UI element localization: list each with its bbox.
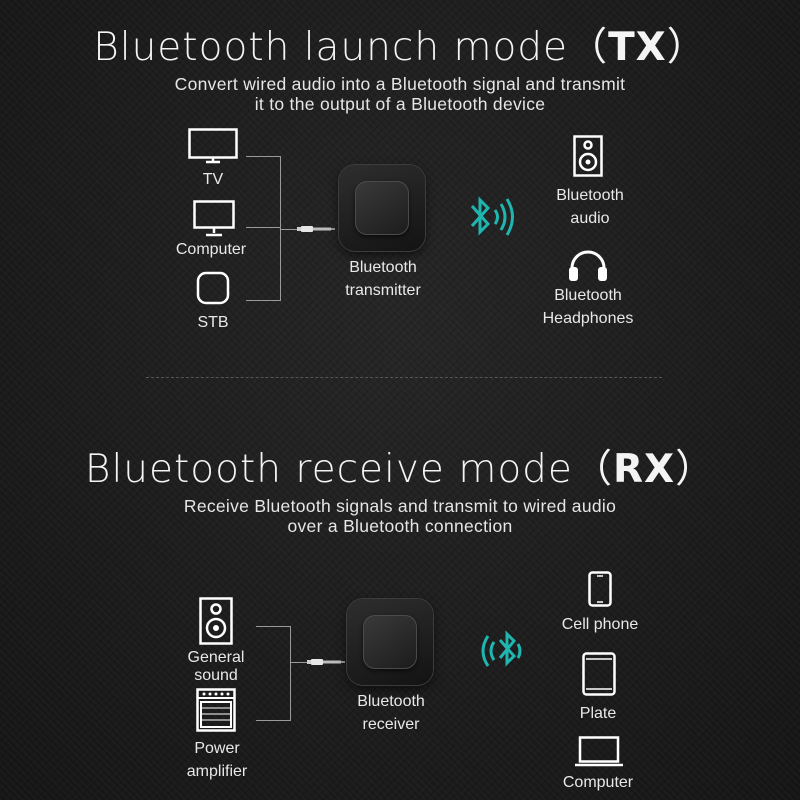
transmitter-label: Bluetooth transmitter	[345, 259, 421, 299]
speaker-icon	[199, 597, 233, 645]
rx-source-label-computer: Computer	[562, 774, 634, 791]
rx-cable	[290, 662, 308, 663]
headphones-icon	[569, 250, 607, 281]
section-divider	[146, 377, 662, 378]
bluetooth-receiver-device	[347, 599, 433, 685]
transmitter-button	[355, 181, 409, 235]
rx-source-label-cell-phone: Cell phone	[561, 616, 639, 633]
rx-output-bracket	[256, 626, 291, 721]
cell-phone-icon	[588, 571, 612, 607]
tx-input-label-stb: STB	[197, 314, 229, 331]
laptop-icon	[575, 736, 623, 767]
rx-title-code: RX	[612, 447, 676, 492]
rx-output-label-amplifier: Power amplifier	[186, 740, 248, 780]
tx-input-line-middle	[246, 227, 280, 228]
tx-title: Bluetooth launch mode（TX）	[93, 25, 707, 70]
audio-jack-icon	[297, 226, 335, 232]
tx-title-main: Bluetooth launch mode	[93, 25, 569, 70]
tx-subtitle: Convert wired audio into a Bluetooth sig…	[174, 74, 626, 114]
receiver-button	[363, 615, 417, 669]
bluetooth-signal-icon	[470, 196, 514, 236]
rx-subtitle: Receive Bluetooth signals and transmit t…	[183, 496, 617, 536]
tx-cable	[280, 229, 298, 230]
tx-title-code: TX	[608, 25, 667, 70]
stb-icon	[196, 271, 230, 305]
speaker-icon	[573, 135, 603, 177]
tx-output-label-audio: Bluetooth audio	[556, 187, 624, 227]
tx-input-label-computer: Computer	[175, 241, 247, 258]
rx-title: Bluetooth receive mode（RX）	[84, 447, 716, 492]
bluetooth-transmitter-device	[339, 165, 425, 251]
receiver-label: Bluetooth receiver	[357, 693, 425, 733]
tablet-icon	[582, 652, 616, 696]
bluetooth-signal-icon	[481, 630, 522, 667]
rx-title-main: Bluetooth receive mode	[84, 447, 573, 492]
amplifier-icon	[196, 688, 236, 732]
monitor-icon	[193, 200, 235, 237]
audio-jack-icon	[307, 659, 345, 665]
tx-input-bracket	[246, 156, 281, 301]
tx-input-label-tv: TV	[202, 171, 224, 188]
rx-source-label-plate: Plate	[579, 705, 617, 722]
tx-output-label-headphones: Bluetooth Headphones	[542, 287, 634, 327]
rx-output-label-sound: General sound	[187, 649, 245, 684]
tv-icon	[188, 128, 238, 164]
